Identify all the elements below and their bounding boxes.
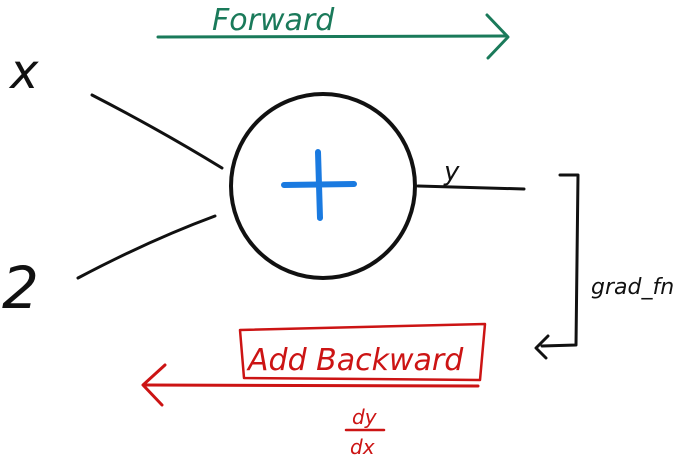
input-two-label: 2: [2, 254, 39, 322]
add-node-circle: [229, 92, 417, 280]
grad-fn-bracket: [534, 173, 580, 360]
plus-icon: [281, 149, 357, 221]
grad-fn-label: grad_fn: [591, 275, 674, 300]
edge-two-to-add: [76, 214, 217, 280]
derivative-denominator: dx: [350, 435, 375, 459]
backward-arrow: [141, 363, 480, 407]
forward-label: Forward: [212, 3, 335, 38]
forward-arrow: [156, 13, 510, 60]
add-backward-box: [238, 322, 487, 382]
add-backward-label: Add Backward: [246, 343, 464, 378]
edge-x-to-add: [90, 93, 224, 170]
output-y-label: y: [443, 157, 460, 187]
derivative-numerator: dy: [352, 405, 378, 429]
edge-add-to-y: [416, 184, 526, 191]
input-x-label: x: [8, 44, 39, 100]
